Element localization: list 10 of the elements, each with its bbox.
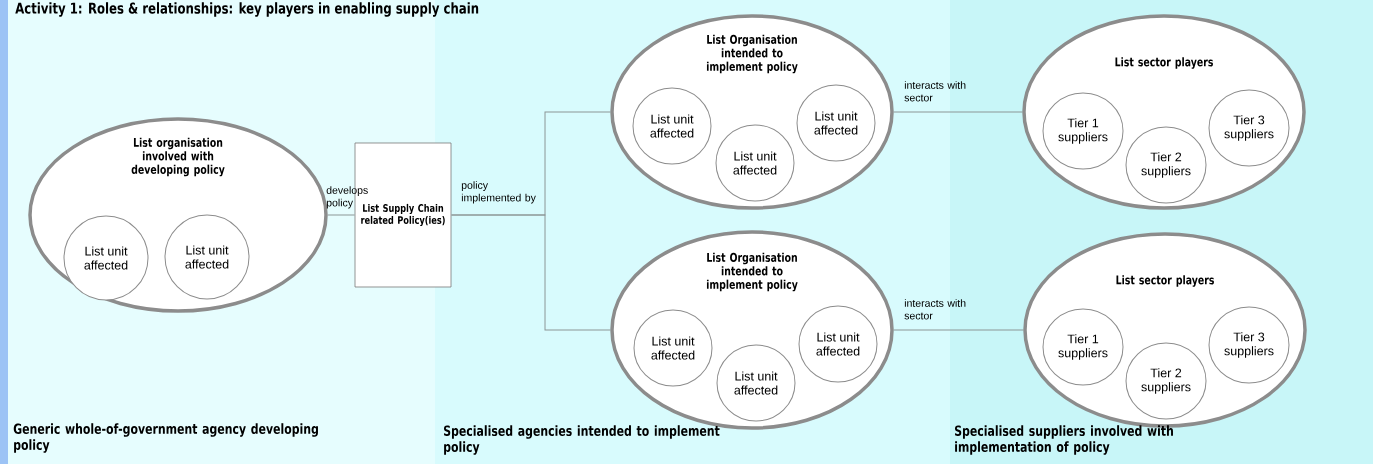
section-caption: Generic whole-of-government agency developing policy [13,423,318,453]
edge-label: interacts with sector [904,299,966,320]
section-caption: Specialised suppliers involved with implementation of policy [955,425,1173,455]
connector-line [893,111,1023,113]
diagram-title: Activity 1: Roles & relationships: key players in enabling supply chain [15,2,479,17]
edge-label: policy implemented by [461,181,536,204]
connector-line [450,214,611,331]
connector-line [327,214,356,216]
edge-label: interacts with sector [904,81,966,102]
connector-line [893,329,1024,331]
